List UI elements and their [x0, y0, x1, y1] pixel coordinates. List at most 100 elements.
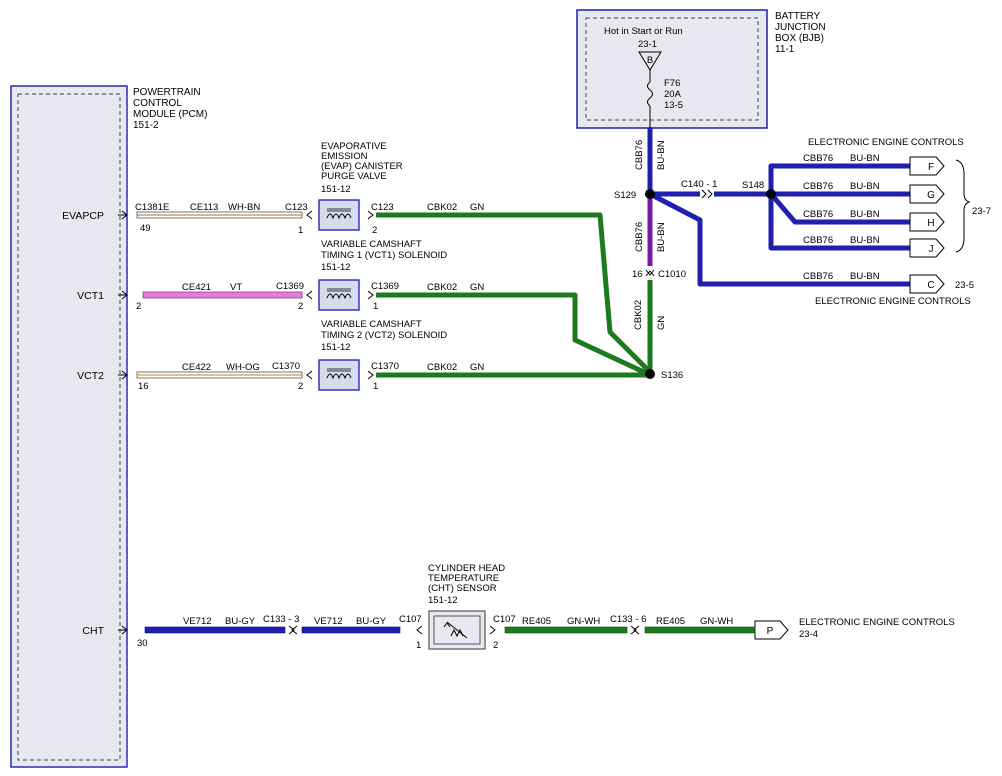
cbb76-top-labels: CBB76 BU-BN: [634, 140, 667, 170]
fuse-rating: 20A: [664, 89, 682, 100]
wire-ce421-circuit: CE421: [182, 282, 211, 293]
c107-left-pin: 1: [416, 640, 421, 651]
splice-s148: [766, 189, 776, 199]
vct2-label-1: VARIABLE CAMSHAFT: [321, 319, 422, 330]
bjb-ref: 23-1: [638, 39, 657, 50]
vct1-label-3: 151-12: [321, 262, 351, 273]
pin-number-2: 2: [136, 301, 141, 312]
cbk02-vertical-labels: CBK02 GN: [633, 300, 667, 330]
c140-connector-mark: [701, 189, 713, 199]
re405b-color: GN-WH: [700, 616, 733, 627]
cbb76-f-circuit: CBB76: [803, 153, 833, 164]
cbb76-g-circuit: CBB76: [803, 181, 833, 192]
cht-label-1: CYLINDER HEAD: [428, 563, 505, 574]
offpage-c-title: ELECTRONIC ENGINE CONTROLS: [815, 296, 971, 307]
c123-left-name: C123: [285, 202, 308, 213]
vct1-label-1: VARIABLE CAMSHAFT: [321, 239, 422, 250]
vct1-label-2: TIMING 1 (VCT1) SOLENOID: [321, 250, 447, 261]
evap-label-3: (EVAP) CANISTER: [321, 161, 403, 172]
cht-label-2: TEMPERATURE: [428, 573, 499, 584]
ve712b-circuit: VE712: [314, 616, 343, 627]
wire-ce113-circuit: CE113: [190, 202, 218, 213]
cbk02-vert-circuit: CBK02: [633, 300, 644, 330]
c1369-right-name: C1369: [371, 281, 399, 292]
power-wires: [647, 128, 910, 287]
c1010-name: C1010: [658, 269, 686, 280]
wire-ce421-color: VT: [230, 282, 242, 293]
wire-ve712-a: [144, 626, 286, 634]
fuse-f76-icon: [647, 81, 653, 107]
pin-number-49: 49: [140, 223, 151, 234]
offpage-p-letter: P: [767, 626, 774, 637]
pcm-title-3: MODULE (PCM): [133, 109, 207, 120]
c1370-left-pin: 2: [298, 381, 303, 392]
fuse-name: F76: [664, 78, 680, 89]
pcm-pin-arrows: [118, 210, 128, 635]
cbb76-mid-color: BU-BN: [656, 222, 667, 252]
evap-label-5: 151-12: [321, 184, 351, 195]
c1369-right-pin: 1: [373, 301, 378, 312]
cbb76-h-color: BU-BN: [850, 209, 880, 220]
cbk02-vct2-circuit: CBK02: [427, 362, 457, 373]
wire-ce422: [136, 371, 303, 379]
cbk02-evap-circuit: CBK02: [427, 202, 457, 213]
evap-label-1: EVAPORATIVE: [321, 141, 387, 152]
wire-ve712-b: [301, 626, 401, 634]
group-brace: [955, 159, 971, 253]
pin-number-30: 30: [137, 638, 148, 649]
cbb76-h-circuit: CBB76: [803, 209, 833, 220]
cbb76-c-color: BU-BN: [850, 271, 880, 282]
pcm-title-4: 151-2: [133, 120, 159, 131]
bjb-box: [576, 9, 768, 129]
cbb76-g-color: BU-BN: [850, 181, 880, 192]
wire-cbb76-h: [769, 192, 910, 225]
vct2-label-3: 151-12: [321, 342, 351, 353]
wire-ce113-color: WH-BN: [228, 202, 260, 213]
c1370-right-name: C1370: [371, 361, 399, 372]
offpage-j-letter: J: [929, 244, 934, 255]
bus-b-letter: B: [647, 55, 653, 66]
re405a-color: GN-WH: [567, 616, 600, 627]
pin-name-vct1: VCT1: [77, 290, 104, 302]
pin-name-vct2: VCT2: [77, 370, 104, 382]
vct2-solenoid-component: [318, 359, 360, 391]
re405b-circuit: RE405: [656, 616, 685, 627]
offpage-g-shape: [909, 184, 945, 204]
pcm-title-2: CONTROL: [133, 98, 182, 109]
offpage-f-shape: [909, 156, 945, 176]
offpage-group-title: ELECTRONIC ENGINE CONTROLS: [808, 137, 964, 148]
cbk02-vct1-circuit: CBK02: [427, 282, 457, 293]
bjb-title-1: BATTERY: [775, 11, 821, 22]
offpage-f-letter: F: [928, 162, 934, 173]
cht-connector-marks: [288, 625, 640, 635]
ve712a-color: BU-GY: [225, 616, 256, 627]
cht-label-4: 151-12: [428, 595, 458, 606]
cbk02-vert-color: GN: [656, 316, 667, 330]
c107-left-name: C107: [399, 614, 422, 625]
wire-cbb76-c: [648, 191, 910, 287]
offpage-p-shape: [754, 620, 789, 640]
cht-sensor-component: [428, 610, 486, 650]
evap-valve-component: [318, 199, 360, 231]
c133-6-name: C133 - 6: [610, 614, 646, 625]
splice-s129-label: S129: [614, 190, 636, 201]
cbk02-vct2-color: GN: [470, 362, 484, 373]
fuse-ref: 13-5: [664, 100, 683, 111]
wire-ce421: [142, 291, 303, 299]
c1369-left-name: C1369: [276, 281, 304, 292]
c1010-connector-mark: [645, 269, 655, 277]
cht-label-3: (CHT) SENSOR: [428, 583, 497, 594]
offpage-j-shape: [909, 238, 945, 258]
connector-c1381e: C1381E: [135, 202, 169, 213]
bus-b-icon: [638, 51, 662, 71]
wire-ce113: [136, 211, 303, 219]
cbb76-c-circuit: CBB76: [803, 271, 833, 282]
ve712a-circuit: VE712: [183, 616, 212, 627]
c123-left-pin: 1: [298, 225, 303, 236]
bjb-title-4: 11-1: [775, 44, 795, 55]
wire-cbk02-evap: [376, 212, 652, 374]
cbb76-j-circuit: CBB76: [803, 235, 833, 246]
c123-right-name: C123: [371, 202, 394, 213]
re405a-circuit: RE405: [522, 616, 551, 627]
cbb76-top-circuit: CBB76: [634, 140, 645, 170]
